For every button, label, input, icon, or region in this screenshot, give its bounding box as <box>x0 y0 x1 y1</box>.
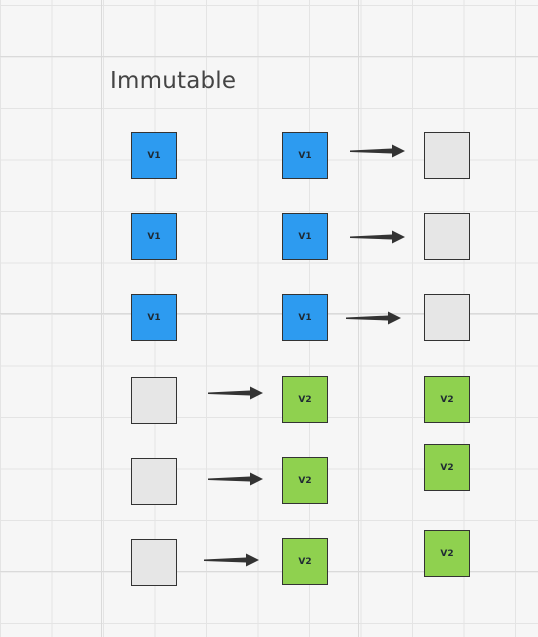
v2-box[interactable]: V2 <box>282 457 328 504</box>
arrow-connector[interactable] <box>204 552 260 568</box>
v1-box[interactable]: V1 <box>131 294 177 341</box>
empty-box[interactable] <box>424 294 470 341</box>
v2-box[interactable]: V2 <box>424 444 470 491</box>
grid-line <box>0 56 538 57</box>
arrow-connector[interactable] <box>350 229 406 245</box>
empty-box[interactable] <box>131 458 177 505</box>
arrow-connector[interactable] <box>346 310 402 326</box>
grid-line <box>0 313 538 314</box>
v2-box[interactable]: V2 <box>424 376 470 423</box>
v1-box[interactable]: V1 <box>282 294 328 341</box>
v2-box[interactable]: V2 <box>282 376 328 423</box>
grid-line <box>101 0 102 637</box>
v1-box[interactable]: V1 <box>282 132 328 179</box>
arrow-connector[interactable] <box>350 143 406 159</box>
grid-line <box>0 571 538 572</box>
empty-box[interactable] <box>424 132 470 179</box>
empty-box[interactable] <box>131 539 177 586</box>
v1-box[interactable]: V1 <box>131 132 177 179</box>
diagram-title[interactable]: Immutable <box>110 68 237 94</box>
arrow-connector[interactable] <box>208 385 264 401</box>
empty-box[interactable] <box>424 213 470 260</box>
v1-box[interactable]: V1 <box>131 213 177 260</box>
v2-box[interactable]: V2 <box>282 538 328 585</box>
arrow-connector[interactable] <box>208 471 264 487</box>
empty-box[interactable] <box>131 377 177 424</box>
v1-box[interactable]: V1 <box>282 213 328 260</box>
v2-box[interactable]: V2 <box>424 530 470 577</box>
